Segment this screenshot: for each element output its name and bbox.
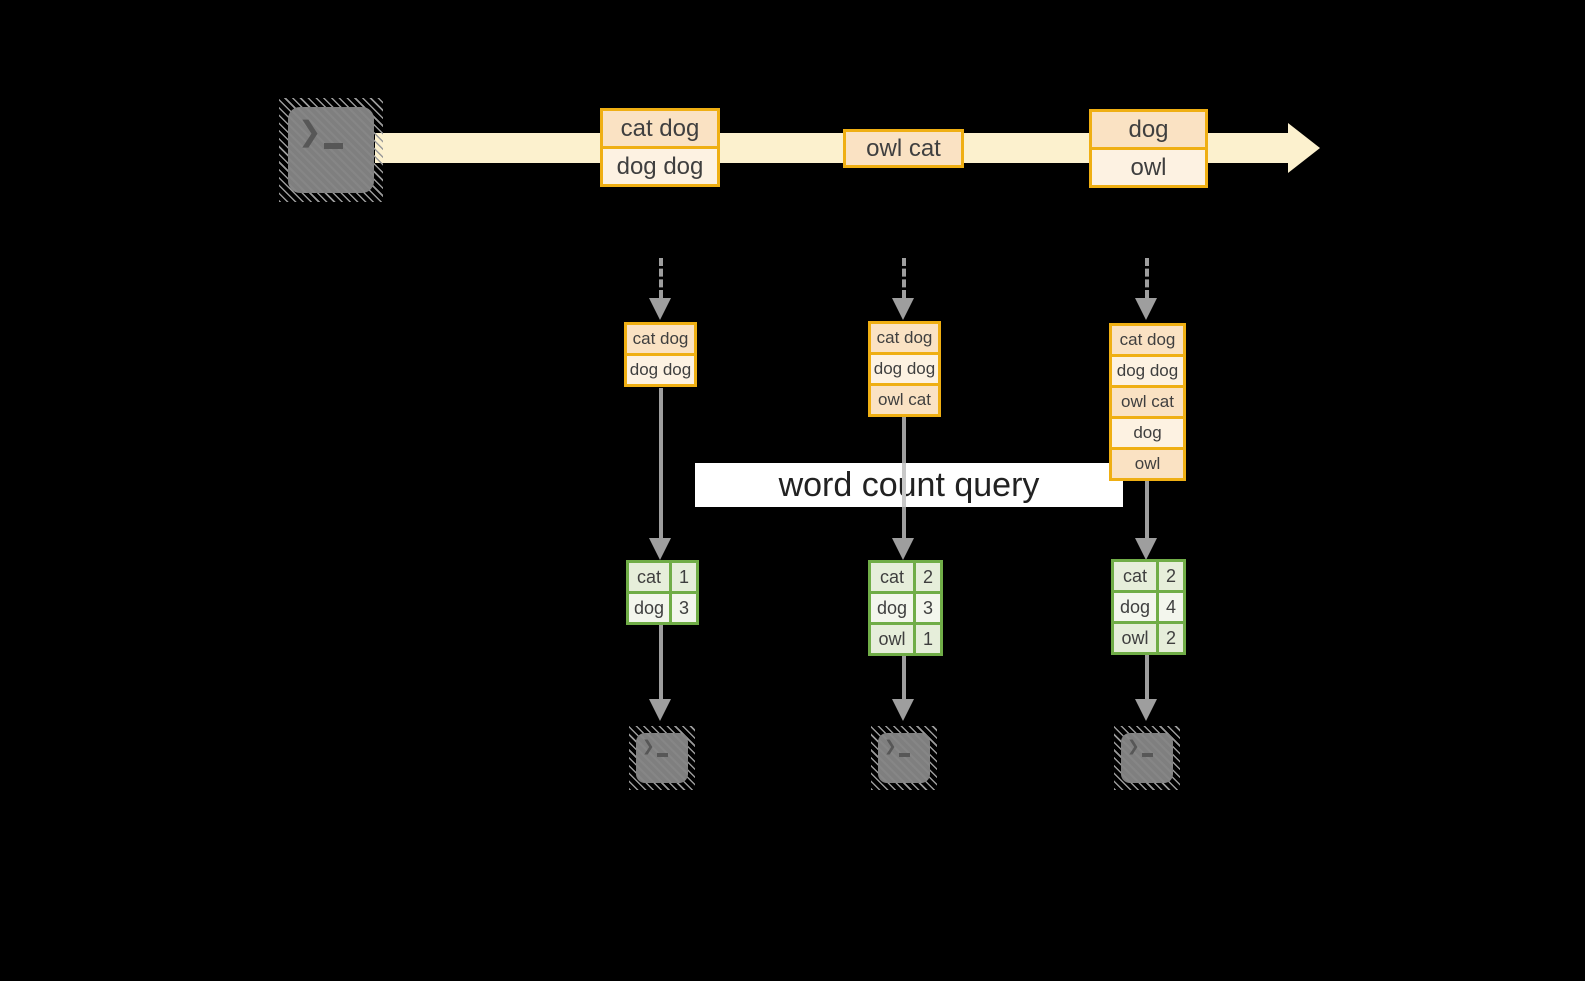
- word-cell: dog: [871, 594, 916, 622]
- buffer-cell: owl cat: [1112, 385, 1183, 416]
- terminal-cursor-icon: [324, 143, 343, 149]
- event-cell: cat dog: [603, 111, 717, 146]
- dashed-arrowhead-1-icon: [649, 298, 671, 320]
- worker-terminal-1-icon: ❯: [629, 726, 695, 790]
- dashed-arrowhead-3-icon: [1135, 298, 1157, 320]
- worker-terminal-3-icon: ❯: [1114, 726, 1180, 790]
- count-cell: 2: [916, 563, 940, 591]
- dashed-arrow-2: [902, 258, 906, 298]
- buffer-cell: cat dog: [627, 325, 694, 353]
- buffer-cell: owl: [1112, 447, 1183, 478]
- arrow-counts-to-terminal-1: [659, 625, 663, 701]
- word-cell: owl: [871, 625, 916, 653]
- worker-buffer-1: cat dog dog dog: [624, 322, 697, 387]
- word-cell: cat: [871, 563, 916, 591]
- dashed-arrow-3: [1145, 258, 1149, 298]
- terminal-screen: ❯: [636, 733, 688, 783]
- word-cell: cat: [629, 563, 672, 591]
- word-cell: owl: [1114, 624, 1159, 652]
- buffer-cell: dog: [1112, 416, 1183, 447]
- word-cell: dog: [1114, 593, 1159, 621]
- terminal-screen: ❯: [878, 733, 930, 783]
- word-cell: cat: [1114, 562, 1159, 590]
- count-cell: 3: [672, 594, 696, 622]
- arrowhead-counts-to-terminal-3-icon: [1135, 699, 1157, 721]
- count-cell: 1: [672, 563, 696, 591]
- event-cell: dog dog: [603, 146, 717, 184]
- terminal-screen: ❯: [288, 107, 374, 193]
- worker-buffer-2: cat dog dog dog owl cat: [868, 321, 941, 417]
- terminal-prompt-icon: ❯: [884, 738, 897, 755]
- arrowhead-buffer-to-counts-2-icon: [892, 538, 914, 560]
- worker-terminal-2-icon: ❯: [871, 726, 937, 790]
- terminal-cursor-icon: [657, 753, 668, 757]
- dashed-arrowhead-2-icon: [892, 298, 914, 320]
- buffer-cell: dog dog: [871, 352, 938, 383]
- buffer-cell: cat dog: [871, 324, 938, 352]
- event-cell: owl cat: [846, 132, 961, 165]
- table-row: owl 2: [1114, 621, 1183, 652]
- count-cell: 1: [916, 625, 940, 653]
- count-cell: 4: [1159, 593, 1183, 621]
- terminal-cursor-icon: [899, 753, 910, 757]
- terminal-cursor-icon: [1142, 753, 1153, 757]
- terminal-prompt-icon: ❯: [298, 116, 322, 147]
- terminal-prompt-icon: ❯: [642, 738, 655, 755]
- event-cell: dog: [1092, 112, 1205, 147]
- table-row: dog 3: [871, 591, 940, 622]
- arrowhead-counts-to-terminal-1-icon: [649, 699, 671, 721]
- arrowhead-counts-to-terminal-2-icon: [892, 699, 914, 721]
- terminal-screen: ❯: [1121, 733, 1173, 783]
- terminal-prompt-icon: ❯: [1127, 738, 1140, 755]
- arrowhead-buffer-to-counts-1-icon: [649, 538, 671, 560]
- table-row: dog 4: [1114, 590, 1183, 621]
- counts-table-3: cat 2 dog 4 owl 2: [1111, 559, 1186, 655]
- count-cell: 2: [1159, 562, 1183, 590]
- table-row: cat 1: [629, 563, 696, 591]
- buffer-cell: cat dog: [1112, 326, 1183, 354]
- stream-event-3: dog owl: [1089, 109, 1208, 188]
- table-row: dog 3: [629, 591, 696, 622]
- counts-table-1: cat 1 dog 3: [626, 560, 699, 625]
- buffer-cell: dog dog: [1112, 354, 1183, 385]
- source-terminal-icon: ❯: [279, 98, 383, 202]
- word-cell: dog: [629, 594, 672, 622]
- dashed-arrow-1: [659, 258, 663, 298]
- arrow-counts-to-terminal-2: [902, 656, 906, 701]
- arrow-buffer-to-counts-1: [659, 388, 663, 538]
- buffer-cell: dog dog: [627, 353, 694, 384]
- count-cell: 2: [1159, 624, 1183, 652]
- arrowhead-buffer-to-counts-3-icon: [1135, 538, 1157, 560]
- counts-table-2: cat 2 dog 3 owl 1: [868, 560, 943, 656]
- arrow-2-over-banner-segment: [902, 463, 906, 507]
- count-cell: 3: [916, 594, 940, 622]
- arrow-buffer-to-counts-3: [1145, 481, 1149, 538]
- arrow-counts-to-terminal-3: [1145, 655, 1149, 701]
- worker-buffer-3: cat dog dog dog owl cat dog owl: [1109, 323, 1186, 481]
- stream-event-1: cat dog dog dog: [600, 108, 720, 187]
- stream-timeline-arrowhead-icon: [1288, 123, 1320, 173]
- query-banner: word count query: [695, 463, 1123, 507]
- buffer-cell: owl cat: [871, 383, 938, 414]
- table-row: owl 1: [871, 622, 940, 653]
- table-row: cat 2: [1114, 562, 1183, 590]
- event-cell: owl: [1092, 147, 1205, 185]
- stream-event-2: owl cat: [843, 129, 964, 168]
- table-row: cat 2: [871, 563, 940, 591]
